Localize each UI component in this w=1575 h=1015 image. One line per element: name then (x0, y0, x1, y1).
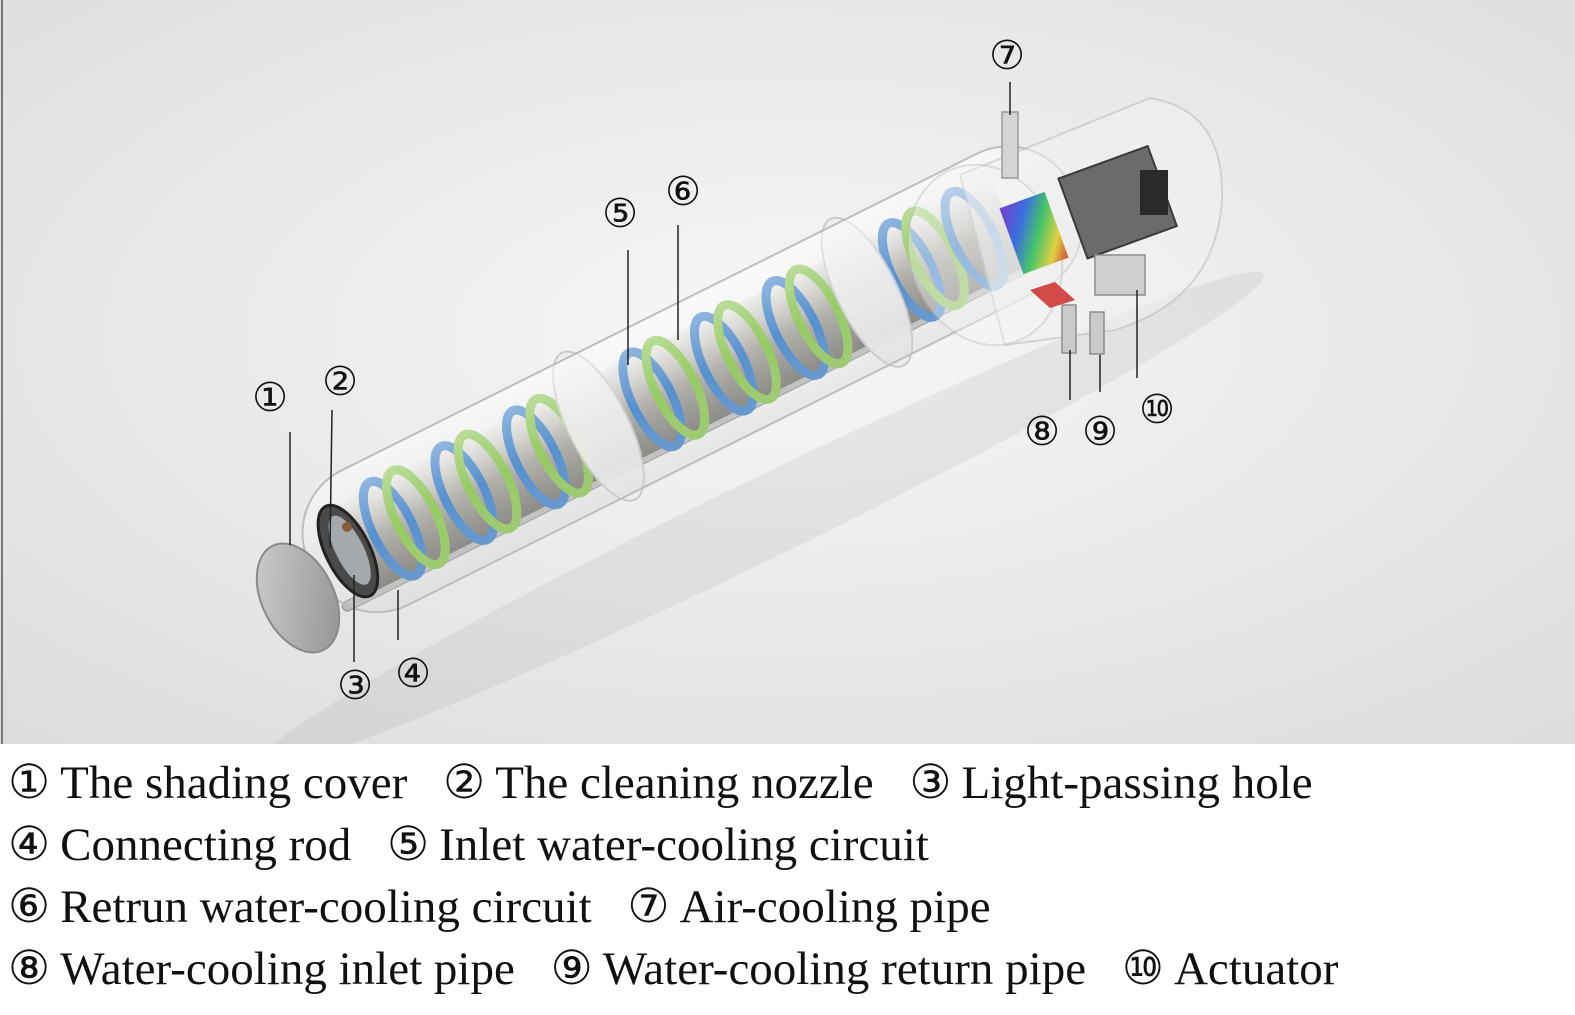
callout-9: ⑨ (1082, 409, 1118, 455)
probe-assembly (301, 145, 1084, 614)
legend-num: ③ (909, 757, 952, 809)
legend-label: Light-passing hole (961, 757, 1313, 809)
shadow (256, 271, 1264, 744)
legend-num: ⑤ (386, 819, 430, 871)
svg-text:⑤: ⑤ (602, 191, 638, 237)
callout-10: ⑩ (1139, 387, 1175, 433)
callout-2: ② (322, 359, 358, 405)
callout-4: ④ (395, 651, 431, 697)
leader-lines (289, 82, 1138, 662)
legend-label: Retrun water-cooling circuit (60, 881, 592, 933)
legend-num: ⑧ (8, 943, 51, 995)
svg-text:⑧: ⑧ (1024, 409, 1060, 455)
svg-text:⑦: ⑦ (989, 33, 1025, 79)
callout-6: ⑥ (665, 169, 701, 215)
callout-1: ① (252, 375, 288, 421)
shading-cover (255, 542, 341, 654)
legend-label: Actuator (1173, 943, 1339, 995)
svg-text:①: ① (252, 375, 288, 421)
svg-text:⑩: ⑩ (1139, 387, 1175, 433)
svg-text:④: ④ (395, 651, 431, 697)
legend-num: ④ (8, 819, 51, 871)
spectrometer-grating (999, 191, 1069, 275)
callout-3: ③ (337, 663, 373, 709)
water-inlet-pipe (1061, 304, 1077, 354)
svg-text:②: ② (322, 359, 358, 405)
svg-text:③: ③ (337, 663, 373, 709)
callout-8: ⑧ (1024, 409, 1060, 455)
air-cooling-pipe (1001, 111, 1019, 179)
callout-5: ⑤ (602, 191, 638, 237)
water-return-pipe (1089, 311, 1105, 355)
nozzle (342, 521, 353, 532)
legend-label: Inlet water-cooling circuit (439, 819, 929, 871)
callout-7: ⑦ (989, 33, 1025, 79)
legend-label: Air-cooling pipe (679, 881, 991, 933)
legend-num: ⑨ (550, 943, 593, 995)
legend-num: ② (443, 757, 486, 809)
legend-label: Connecting rod (60, 819, 352, 871)
rear-housing (906, 96, 1224, 355)
lens (328, 515, 371, 585)
device-illustration: ① ② ③ ④ ⑤ ⑥ ⑦ ⑧ ⑨ ⑩ (0, 0, 1575, 744)
legend-num: ⑥ (8, 881, 51, 933)
legend-label: Water-cooling return pipe (602, 943, 1087, 995)
legend-label: Water-cooling inlet pipe (60, 943, 515, 995)
legend-label: The cleaning nozzle (495, 757, 874, 809)
legend-num: ⑩ (1121, 943, 1164, 995)
legend-num: ⑦ (627, 881, 670, 933)
legend-num: ① (8, 757, 51, 809)
svg-text:⑨: ⑨ (1082, 409, 1118, 455)
legend-label: The shading cover (60, 757, 408, 809)
svg-text:⑥: ⑥ (665, 169, 701, 215)
